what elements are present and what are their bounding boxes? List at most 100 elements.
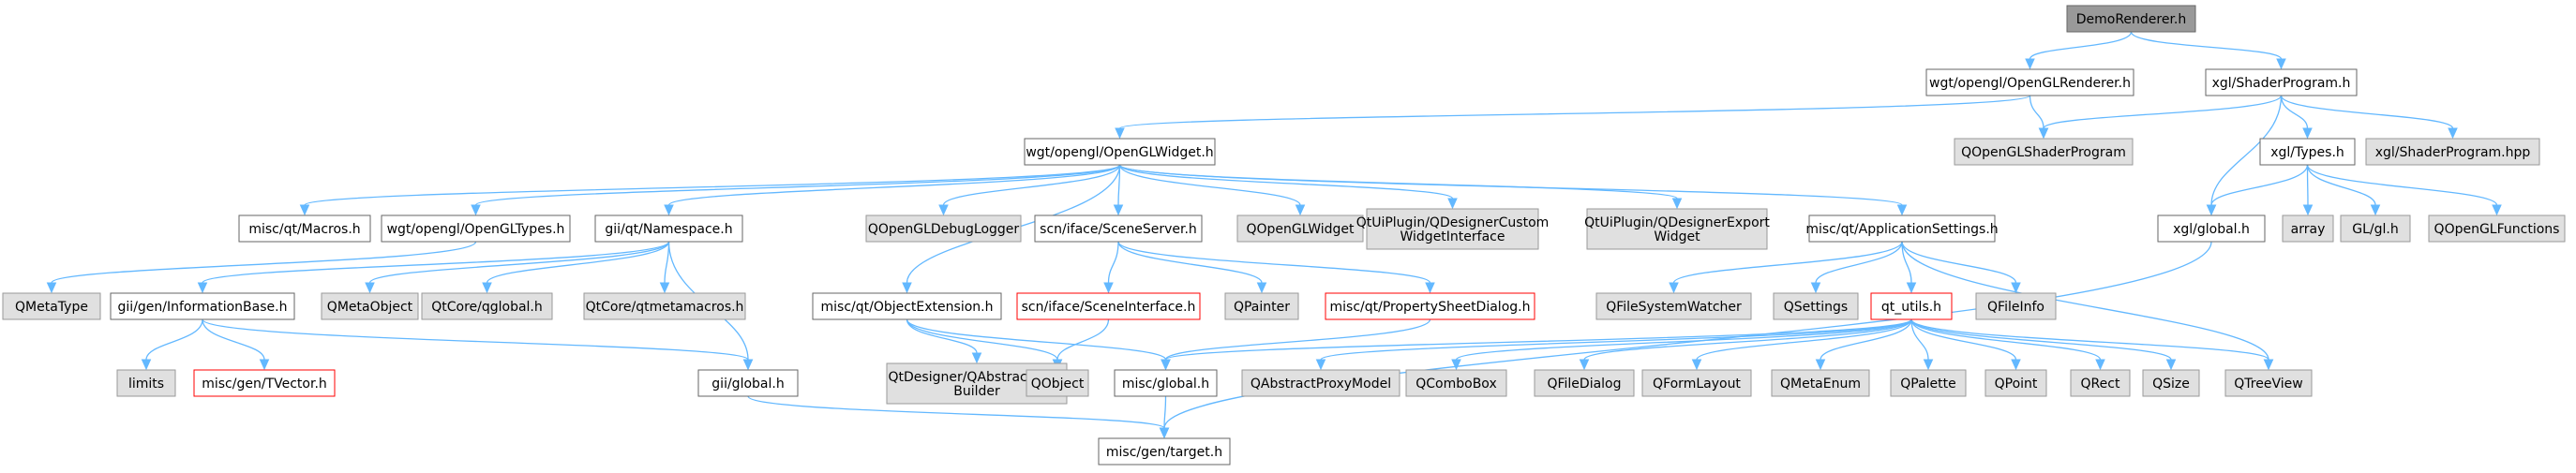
edge-qtutils-to-miscglobal <box>1161 318 1912 371</box>
node-xglglobal[interactable]: xgl/global.h <box>2157 214 2266 243</box>
node-xgltypes[interactable]: xgl/Types.h <box>2259 138 2356 166</box>
node-qpoint: QPoint <box>1984 369 2047 397</box>
edge-arrowhead <box>2302 204 2314 216</box>
node-qtmetamacros: QtCore/qtmetamacros.h <box>583 292 746 320</box>
node-box <box>812 292 1002 320</box>
node-objectextension[interactable]: misc/qt/ObjectExtension.h <box>812 292 1002 320</box>
edge-qtutils-to-qfiledialog <box>1579 318 1912 371</box>
edge-line <box>1118 95 2031 129</box>
node-box <box>2142 369 2200 397</box>
edge-objectextension-to-miscglobal <box>906 318 1171 371</box>
node-label: xgl/Types.h <box>2270 145 2344 160</box>
edge-line <box>667 164 1121 206</box>
node-box <box>321 292 419 320</box>
node-infobase[interactable]: gii/gen/InformationBase.h <box>110 292 295 320</box>
edge-line <box>2210 164 2309 206</box>
edge-arrowhead <box>1447 198 1458 210</box>
edge-arrowhead <box>1579 359 1590 371</box>
node-label: wgt/opengl/OpenGLRenderer.h <box>1929 76 2131 91</box>
node-label: scn/iface/SceneServer.h <box>1040 222 1197 237</box>
node-label: QPoint <box>1995 377 2038 392</box>
node-box <box>1984 369 2047 397</box>
edge-arrowhead <box>2011 359 2021 371</box>
node-label: QAbstractProxyModel <box>1251 377 1391 392</box>
edge-appsettings-to-qtutils <box>1901 241 1917 294</box>
edge-xgltypes-to-glgl <box>2306 164 2381 216</box>
edge-line <box>906 318 1167 361</box>
node-box <box>2066 5 2196 33</box>
node-box <box>697 369 799 397</box>
node-label: QMetaType <box>15 300 88 315</box>
edge-line <box>1117 164 1121 206</box>
edge-line <box>202 241 670 284</box>
node-box <box>1026 369 1089 397</box>
node-glgl: GL/gl.h <box>2340 214 2411 243</box>
node-openglrenderer[interactable]: wgt/opengl/OpenGLRenderer.h <box>1925 68 2134 96</box>
node-label: GL/gl.h <box>2352 222 2398 237</box>
node-openglwidget[interactable]: wgt/opengl/OpenGLWidget.h <box>1024 138 1216 166</box>
node-sceneserver[interactable]: scn/iface/SceneServer.h <box>1034 214 1203 243</box>
node-target[interactable]: misc/gen/target.h <box>1098 437 1231 466</box>
edge-arrowhead <box>2492 204 2502 216</box>
edge-line <box>1910 318 1929 361</box>
node-giiglobal[interactable]: gii/global.h <box>697 369 799 397</box>
edge-line <box>906 318 978 354</box>
node-demorenderer[interactable]: DemoRenderer.h <box>2066 5 2196 33</box>
edge-arrowhead <box>482 282 492 294</box>
node-label: misc/gen/TVector.h <box>202 377 327 392</box>
edge-line <box>2306 164 2376 206</box>
edge-shaderprogram-to-xgltypes <box>2280 95 2313 140</box>
node-propertysheet[interactable]: misc/qt/PropertySheetDialog.h <box>1325 292 1535 320</box>
edge-arrowhead <box>742 359 754 371</box>
edge-line <box>304 164 1121 206</box>
edge-line <box>1901 241 1912 284</box>
node-qcombobox: QComboBox <box>1405 369 1507 397</box>
node-box <box>2 292 101 320</box>
edge-line <box>747 395 1165 429</box>
edge-line <box>1117 241 1263 284</box>
node-label: QMetaObject <box>327 300 413 315</box>
edge-xgltypes-to-array <box>2302 164 2314 216</box>
edge-miscglobal-to-target <box>1159 395 1170 439</box>
edge-opengltypes-to-qmetatype <box>46 241 477 294</box>
node-sceneinterface[interactable]: scn/iface/SceneInterface.h <box>1016 292 1201 320</box>
edge-infobase-to-tvector <box>202 318 270 371</box>
edge-line <box>368 241 670 284</box>
edge-arrowhead <box>938 204 949 216</box>
node-label: QTreeView <box>2234 377 2302 392</box>
node-qtutils[interactable]: qt_utils.h <box>1870 292 1953 320</box>
node-box <box>1641 369 1752 397</box>
edge-qtutils-to-qrect <box>1910 318 2105 371</box>
edge-openglwidget-to-miscmacros <box>299 164 1121 216</box>
edge-line <box>1901 241 2017 284</box>
edge-line <box>2280 95 2309 129</box>
node-qfiledialog: QFileDialog <box>1534 369 1635 397</box>
node-qfileinfo: QFileInfo <box>1975 292 2057 320</box>
node-box <box>2282 214 2334 243</box>
node-box <box>1325 292 1535 320</box>
edge-arrowhead <box>902 282 912 294</box>
node-label: QtCore/qtmetamacros.h <box>586 300 744 315</box>
node-box <box>381 214 571 243</box>
node-miscglobal[interactable]: misc/global.h <box>1114 369 1218 397</box>
edge-line <box>664 241 670 284</box>
node-tvector[interactable]: misc/gen/TVector.h <box>193 369 336 397</box>
edge-qtutils-to-qmetaenum <box>1815 318 1912 371</box>
edge-line <box>1901 241 2269 361</box>
node-label: QPainter <box>1234 300 1290 315</box>
edge-openglwidget-to-appsettings <box>1118 164 1908 216</box>
node-label: QOpenGLDebugLogger <box>868 222 1020 237</box>
node-appsettings[interactable]: misc/qt/ApplicationSettings.h <box>1805 214 1999 243</box>
node-box <box>1870 292 1953 320</box>
node-shaderprogram[interactable]: xgl/ShaderProgram.h <box>2205 68 2358 96</box>
edge-line <box>2043 95 2283 129</box>
edge-arrowhead <box>1669 282 1679 294</box>
node-miscmacros[interactable]: misc/qt/Macros.h <box>238 214 371 243</box>
node-box <box>193 369 336 397</box>
edge-line <box>1815 241 1903 284</box>
edge-line <box>1910 318 2017 361</box>
node-box <box>1890 369 1967 397</box>
node-namespace[interactable]: gii/qt/Namespace.h <box>594 214 743 243</box>
node-opengltypes[interactable]: wgt/opengl/OpenGLTypes.h <box>381 214 571 243</box>
